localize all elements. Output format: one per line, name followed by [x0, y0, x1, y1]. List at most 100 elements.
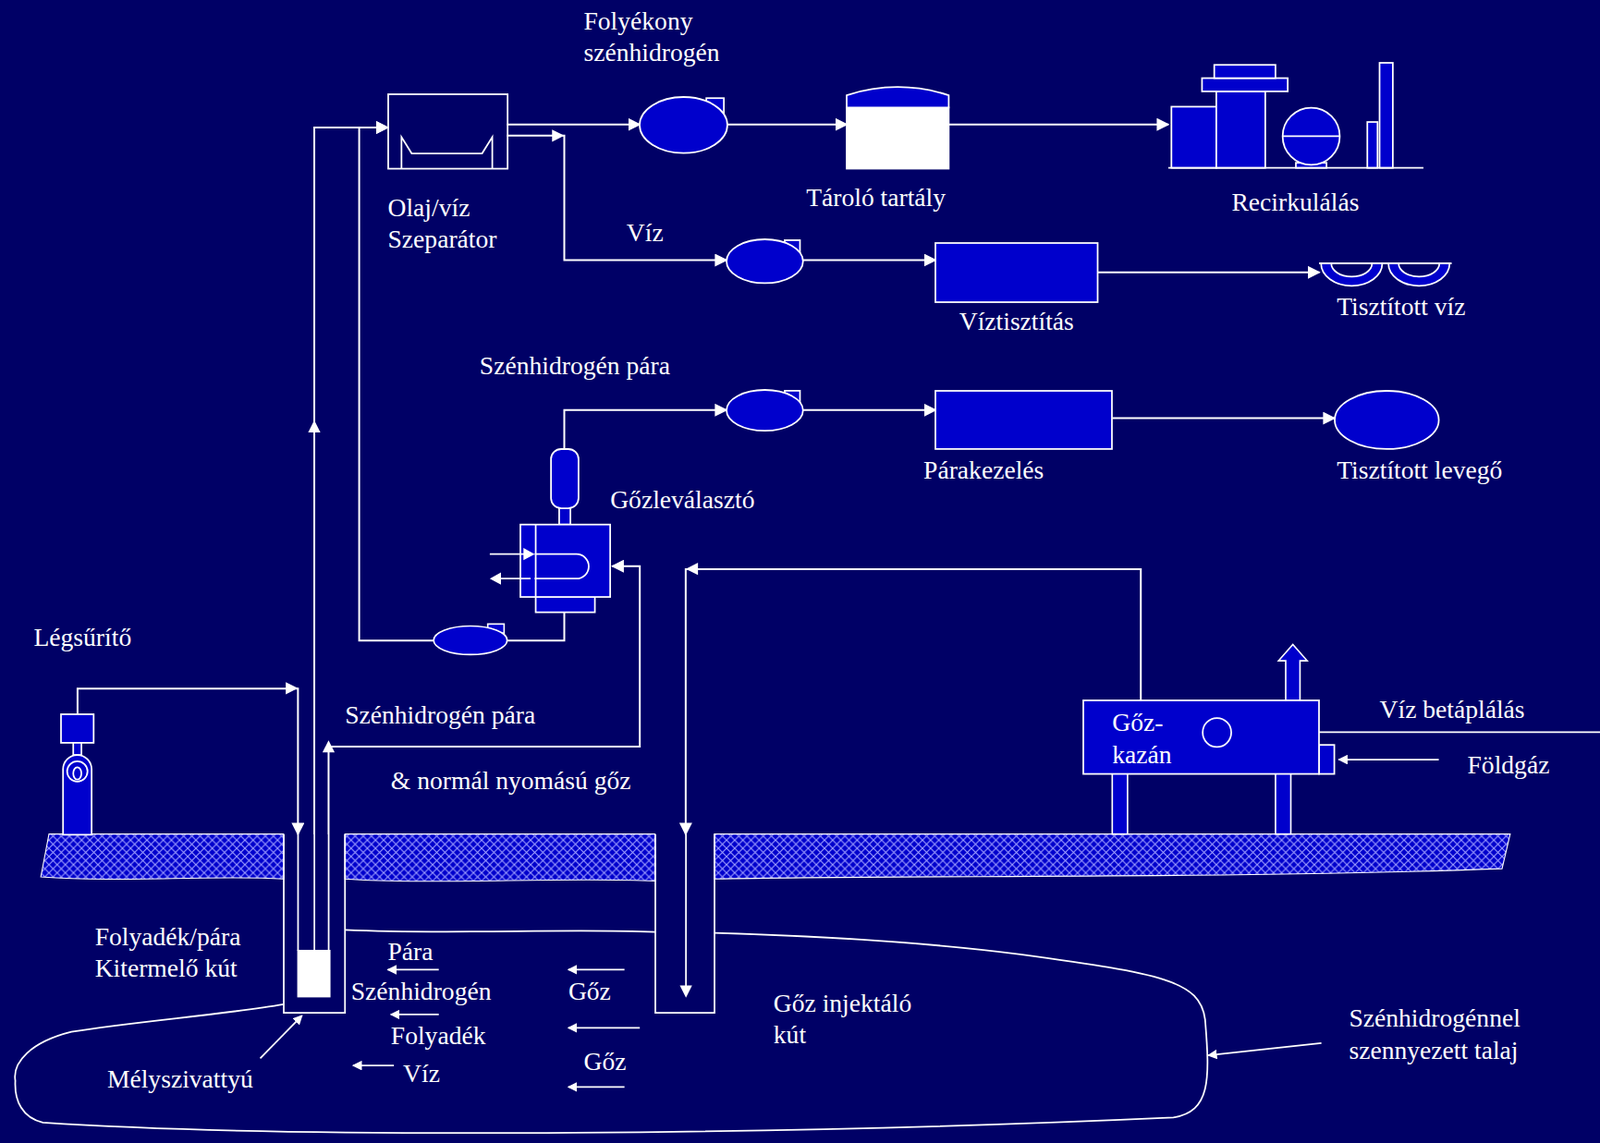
flow-label: Víz betáplálás: [1380, 694, 1526, 726]
coolant-out: [500, 577, 531, 580]
flow-label: Földgáz: [1466, 749, 1550, 782]
basin-symbol: [1388, 263, 1450, 286]
vapor-pipe: [328, 834, 330, 952]
pump-body: [639, 97, 728, 154]
pump-node: Folyékony szénhidrogén: [639, 97, 728, 154]
basin-rim: [1319, 262, 1453, 265]
plant-sphere: [1282, 108, 1341, 166]
equipment-label: Víztisztítás: [959, 305, 1075, 338]
separator-weir: [401, 136, 492, 169]
pump-body: [726, 390, 804, 431]
flow-label: & normál nyomású gőz: [390, 765, 632, 797]
flow-arrow: [568, 1026, 640, 1029]
compressor-wheel: [67, 761, 88, 782]
plant-cap: [1214, 65, 1276, 79]
ground-band: [714, 834, 1511, 880]
pipe-connector: [803, 409, 937, 412]
pump-shape: [639, 97, 728, 154]
plant-stack: [1380, 62, 1393, 169]
steam-arrow: [679, 985, 692, 998]
flow-label: Pára: [388, 936, 434, 968]
well-casing: [283, 834, 345, 1014]
plant-cap: [1201, 78, 1288, 92]
separator-outline: [388, 94, 508, 170]
boiler-leg: [1111, 772, 1128, 834]
plant-sphere-line: [1282, 135, 1341, 138]
separator-body: [520, 524, 611, 597]
equipment-label: Légsűrítő: [33, 622, 132, 654]
equipment-label: Folyékony szénhidrogén: [583, 5, 747, 70]
air-ellipse: [1334, 390, 1440, 450]
tank-roof: [846, 86, 949, 108]
gas-feed-arrow: [1338, 758, 1439, 761]
ellipse-shape: [1334, 390, 1440, 450]
compressor-shape: [61, 714, 94, 835]
flow-label: Víz: [403, 1058, 440, 1090]
well-shape: [283, 834, 345, 1014]
flow-label: Folyadék: [390, 1020, 487, 1052]
coolant-arrow: [489, 572, 501, 585]
liquid-pipe: [313, 834, 316, 952]
flow-arrowhead: [307, 420, 320, 433]
gsep-node: Gőzleválasztó: [520, 449, 612, 613]
pipe-connector: [685, 569, 1141, 835]
compressor-neck: [73, 743, 82, 756]
equipment-label: Tároló tartály: [806, 182, 946, 214]
boiler-node: Gőz- kazán: [1083, 700, 1320, 775]
coolant-arrow: [523, 548, 535, 561]
flow-arrow: [388, 969, 440, 972]
pipe-connector: [507, 123, 641, 126]
pipe-connector: [563, 410, 727, 450]
pump-node: Szénhidrogén pára: [726, 390, 804, 431]
equipment-label: Párakezelés: [923, 454, 1044, 487]
bowls-node: Tisztított víz: [1319, 263, 1453, 288]
pipe-connector: [328, 566, 640, 835]
flow-arrowhead: [285, 682, 298, 695]
flow-arrow: [353, 1064, 394, 1067]
equipment-label: Gőz injektáló kút: [773, 988, 928, 1052]
equipment-label: Tisztított levegő: [1336, 454, 1503, 487]
ground-band: [40, 834, 284, 880]
well-node: Folyadék/pára Kitermelő kút: [283, 834, 345, 1014]
equipment-label: Gőz- kazán: [1111, 707, 1184, 771]
pipe-connector: [1111, 417, 1335, 420]
pipe-connector: [1098, 271, 1320, 274]
flow-arrowhead: [322, 740, 335, 753]
plant-shape: [1168, 62, 1424, 169]
box-shape: [935, 243, 1099, 303]
pipe-connector: [803, 259, 937, 262]
process-box: [935, 390, 1112, 450]
flow-label: Szénhidrogén: [351, 976, 492, 1008]
burner-box: [1319, 745, 1335, 775]
compressor-body: [62, 755, 92, 835]
soil-outline: [344, 929, 656, 932]
separator-base: [536, 597, 596, 613]
pipe-connector: [77, 688, 298, 835]
pump-node: Víz: [726, 239, 804, 283]
separator-wall: [535, 524, 538, 597]
downhole-pump: [297, 951, 330, 998]
flow-arrow: [390, 1013, 440, 1016]
tank-body: [846, 107, 949, 169]
flow-label: Gőz: [568, 976, 611, 1008]
basin-symbol: [1321, 263, 1383, 286]
flow-arrowhead: [685, 562, 698, 575]
water-inlet: [1203, 718, 1233, 747]
plant-node: Recirkulálás: [1168, 62, 1424, 169]
pump-shape: [726, 239, 804, 283]
leader-line: [260, 1015, 303, 1059]
separator-node: Olaj/víz Szeparátor: [388, 94, 508, 170]
tank-node: Tároló tartály: [846, 85, 949, 170]
ellipse-node: Tisztított levegő: [1334, 390, 1440, 450]
bowls-shape: [1319, 263, 1453, 288]
pipe-connector: [727, 123, 847, 126]
equipment-label: Folyadék/pára Kitermelő kút: [95, 921, 274, 986]
ground-band: [344, 834, 656, 882]
flow-label: Mélyszivattyú: [107, 1063, 254, 1096]
flow-label: Szénhidrogén pára: [344, 699, 536, 732]
equipment-label: Víz: [626, 217, 664, 249]
exhaust-arrow: [1278, 644, 1307, 701]
boiler-leg: [1275, 772, 1292, 834]
